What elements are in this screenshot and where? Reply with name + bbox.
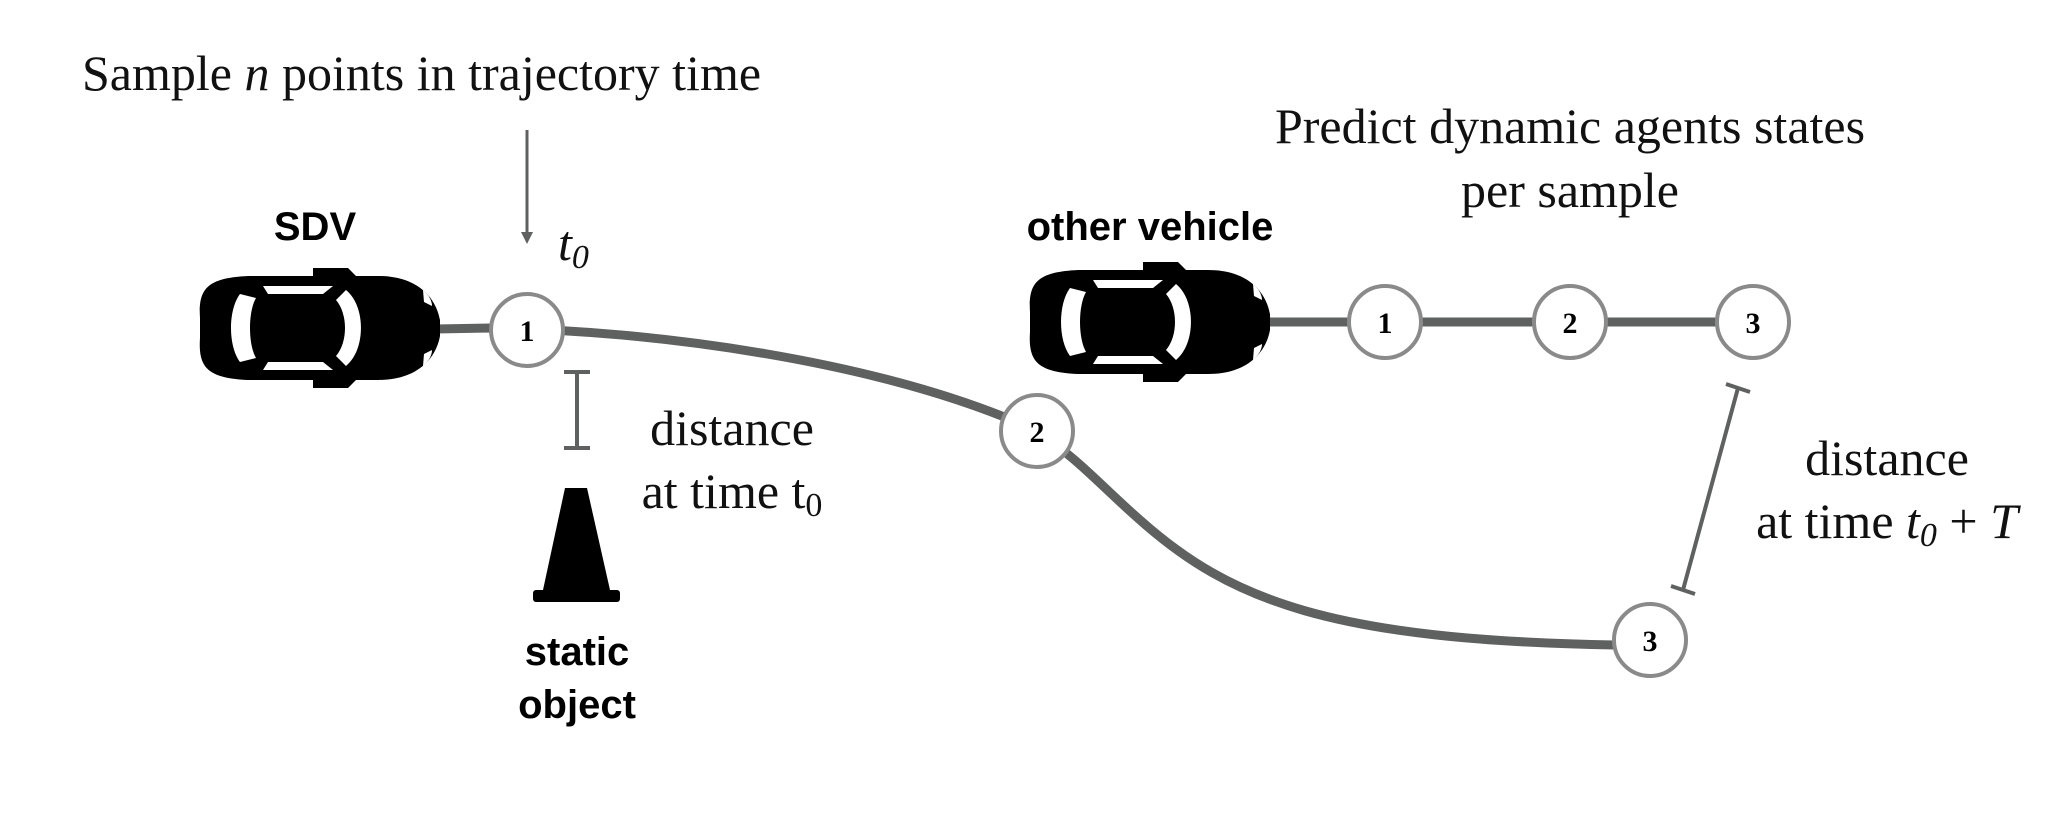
t0-label: t0 (558, 215, 589, 276)
static-object-label-line1: static (525, 630, 630, 674)
distance-t0T-line1: distance (1805, 430, 1969, 486)
distance-t0-line2: at time t0 (642, 463, 823, 524)
other-vehicle-car-icon (1029, 262, 1270, 382)
distance-t0T-line2: at time t0 + T (1756, 493, 2021, 554)
svg-text:2: 2 (1030, 416, 1045, 449)
distance-t0T-marker (1670, 382, 1751, 596)
sample-caption: Sample n points in trajectory time (82, 45, 761, 101)
sdv-car-icon (199, 268, 440, 388)
svg-text:2: 2 (1563, 307, 1578, 340)
svg-text:3: 3 (1643, 625, 1658, 658)
sdv-sample-node: 3 (1612, 602, 1688, 678)
other-sample-node: 2 (1532, 284, 1608, 360)
sdv-sample-node: 1 (489, 292, 565, 368)
svg-text:3: 3 (1746, 307, 1761, 340)
sdv-sample-node: 2 (999, 393, 1075, 469)
static-object-label-line2: object (518, 683, 636, 727)
distance-t0-marker (564, 370, 590, 450)
sdv-label: SDV (274, 205, 357, 249)
other-sample-node: 1 (1347, 284, 1423, 360)
svg-text:1: 1 (520, 315, 535, 348)
predict-caption-line2: per sample (1461, 162, 1679, 218)
other-vehicle-label: other vehicle (1027, 205, 1274, 249)
sdv-trajectory-path (375, 323, 1620, 650)
predict-caption-line1: Predict dynamic agents states (1275, 98, 1865, 154)
svg-text:1: 1 (1378, 307, 1393, 340)
other-sample-node: 3 (1715, 284, 1791, 360)
traffic-cone-icon (533, 488, 620, 602)
distance-t0-line1: distance (650, 400, 814, 456)
